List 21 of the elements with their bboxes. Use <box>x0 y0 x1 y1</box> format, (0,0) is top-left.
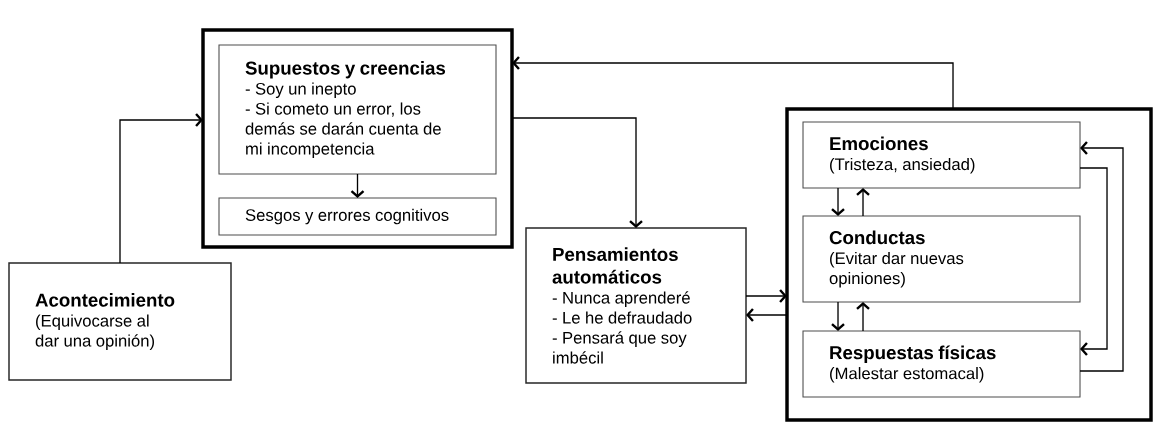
heading-box: Pensamientos automáticos - Nunca aprenderé - Le he defraudado - Pensará que soy imbécil <box>525 227 747 384</box>
arrow <box>511 117 643 228</box>
text-box: Sesgos y errores cognitivos <box>218 197 497 236</box>
arrow <box>831 301 845 331</box>
heading-box: Conductas (Evitar dar nuevas opiniones) <box>802 215 1081 303</box>
arrow <box>831 187 845 216</box>
arrow <box>512 56 954 110</box>
heading-box: Acontecimiento (Equivocarse al dar una opinión) <box>8 262 232 381</box>
arrow <box>856 188 870 217</box>
heading-box: Respuestas físicas (Malestar estomacal) <box>802 330 1081 398</box>
arrow <box>1079 141 1124 372</box>
arrow <box>350 173 365 198</box>
arrow <box>119 113 203 264</box>
arrow <box>745 289 787 303</box>
outer-frame <box>785 107 1153 422</box>
heading-box: Emociones (Tristeza, ansiedad) <box>802 121 1081 189</box>
arrow <box>746 308 788 322</box>
heading-box: Supuestos y creencias - Soy un inepto - Si cometo un error, los demás se darán cuenta de mi incompetencia <box>218 44 497 175</box>
arrow <box>856 302 870 332</box>
outer-frame <box>201 28 514 249</box>
arrow <box>1079 167 1108 356</box>
